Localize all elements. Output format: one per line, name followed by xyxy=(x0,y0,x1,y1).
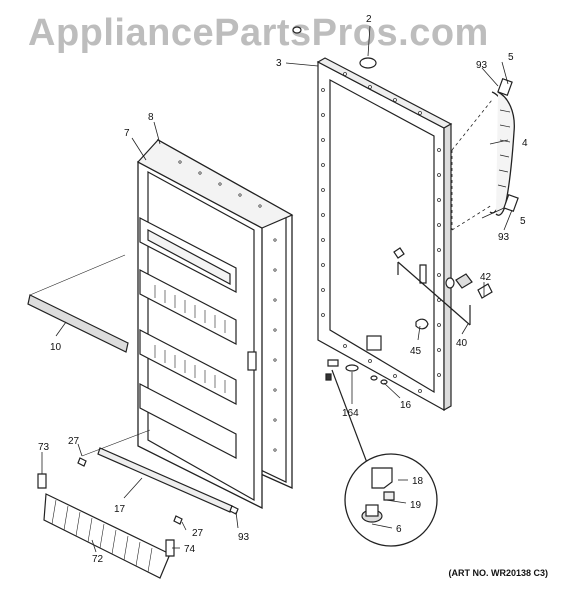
callout-164: 164 xyxy=(342,408,359,419)
callout-45: 45 xyxy=(410,346,422,357)
leader-lines xyxy=(41,25,513,553)
outer-door-panel xyxy=(316,57,453,412)
watermark: AppliancePartsPros.com xyxy=(28,12,489,54)
callout-18: 18 xyxy=(412,476,424,487)
callout-19: 19 xyxy=(410,500,422,511)
callout-17: 17 xyxy=(114,504,126,515)
callout-8: 8 xyxy=(148,112,154,123)
callout-42: 42 xyxy=(480,272,492,283)
panel-screw-holes xyxy=(321,72,441,393)
callout-27-left: 27 xyxy=(68,436,80,447)
small-plug xyxy=(292,26,302,34)
callout-2: 2 xyxy=(366,14,372,25)
callout-93-bottom: 93 xyxy=(238,532,250,543)
door-shelf-3 xyxy=(139,329,237,405)
callout-6: 6 xyxy=(396,524,402,535)
plug-part-2 xyxy=(359,57,377,69)
bottom-hardware xyxy=(325,359,388,477)
callout-74: 74 xyxy=(184,544,196,555)
door-handle xyxy=(489,77,519,216)
door-shelf-2 xyxy=(139,269,237,345)
callout-3: 3 xyxy=(276,58,282,69)
callout-27-bottom: 27 xyxy=(192,528,204,539)
callout-72: 72 xyxy=(92,554,104,565)
callout-5-bottom: 5 xyxy=(520,216,526,227)
art-number: (ART NO. WR20138 C3) xyxy=(448,568,548,578)
callout-40: 40 xyxy=(456,338,468,349)
bottom-rail xyxy=(81,429,233,513)
door-shelf-1 xyxy=(139,217,237,293)
callout-16: 16 xyxy=(400,400,412,411)
gasket-holes xyxy=(178,160,277,452)
handle-guide-lines xyxy=(451,99,493,231)
inner-door-liner xyxy=(137,138,294,510)
callout-93-mid: 93 xyxy=(498,232,510,243)
basket xyxy=(37,473,175,579)
callout-labels: 3 2 8 7 4 5 93 5 93 10 42 45 40 16 164 1… xyxy=(38,14,528,565)
detail-inset xyxy=(344,453,438,547)
callout-7: 7 xyxy=(124,128,130,139)
latch-assembly xyxy=(393,247,493,330)
callout-10: 10 xyxy=(50,342,62,353)
callout-5-top: 5 xyxy=(508,52,514,63)
screws xyxy=(77,457,239,525)
shelf-bar xyxy=(27,254,129,353)
callout-4: 4 xyxy=(522,138,528,149)
callout-93-top: 93 xyxy=(476,60,488,71)
door-shelf-4 xyxy=(139,383,237,459)
callout-73: 73 xyxy=(38,442,50,453)
